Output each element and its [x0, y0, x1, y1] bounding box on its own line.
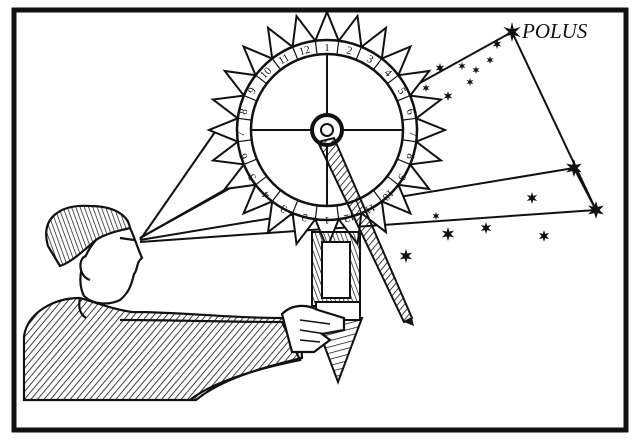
constellation-lines: [511, 31, 597, 211]
dial-tick: [314, 40, 318, 55]
dial-tick: [314, 205, 318, 220]
dial-number: 1: [324, 42, 330, 54]
star: [435, 63, 445, 73]
star: [486, 56, 494, 64]
pointer-tip: [404, 318, 414, 326]
dial-tick: [386, 74, 399, 85]
dial-tick: [372, 189, 383, 202]
dial-hour-ticks: [237, 40, 417, 220]
star: [399, 249, 413, 263]
dial-tick: [237, 117, 252, 121]
dial-number: 6: [404, 108, 417, 117]
observer-figure: [22, 204, 346, 402]
star: [480, 222, 492, 234]
star: [538, 230, 550, 242]
instrument-handle: [311, 231, 364, 385]
dial-tick: [336, 205, 340, 220]
star: [588, 201, 604, 219]
dial-number: 3: [278, 202, 289, 215]
dial-number: 9: [246, 85, 259, 96]
dial-tick: [237, 139, 252, 143]
polus-label: POLUS: [521, 19, 588, 43]
star: [566, 159, 582, 177]
dial-number: 5: [395, 86, 408, 97]
dial-tick: [402, 117, 417, 121]
dial-tick: [243, 95, 258, 102]
observer-face: [79, 226, 144, 305]
dial-tick: [255, 74, 268, 85]
dial-tick: [292, 199, 299, 214]
dial-tick: [271, 58, 282, 71]
star: [466, 78, 474, 86]
dial-tick: [255, 175, 268, 186]
dial-tick: [372, 58, 383, 71]
dial-tick: [336, 40, 340, 55]
observer-ear: [79, 254, 91, 282]
star: [492, 39, 502, 49]
star: [526, 192, 538, 204]
dial-number: 3: [365, 53, 376, 66]
dial-number: 9: [395, 172, 408, 183]
dial-tick: [396, 158, 411, 165]
observer-hand: [280, 304, 346, 354]
dial-number: 2: [301, 211, 309, 224]
observer-sleeve: [119, 318, 302, 401]
star: [443, 91, 453, 101]
dial-tick: [386, 175, 399, 186]
frame-border: [11, 7, 629, 433]
dial-hub-center: [320, 123, 334, 137]
dial-tick: [355, 46, 362, 61]
dial-tick: [402, 139, 417, 143]
dial-tick: [396, 95, 411, 102]
dial-number: 5: [246, 171, 259, 182]
dial-number: 8: [237, 107, 250, 116]
observer-robe: [22, 296, 304, 402]
star: [441, 227, 455, 241]
dial-number: 7: [235, 131, 247, 137]
dial-number: 2: [345, 44, 353, 57]
dial-tick: [292, 46, 299, 61]
observer-eye: [119, 236, 135, 242]
dial-number: 1: [324, 214, 330, 226]
dial-number: 12: [298, 44, 312, 58]
star-field: [399, 39, 604, 263]
polus-star: [503, 22, 521, 42]
dial-number: 8: [403, 152, 416, 161]
star: [472, 66, 480, 74]
dial-tick: [243, 158, 258, 165]
star: [432, 212, 440, 220]
dial-tick: [271, 189, 282, 202]
dial-number: 7: [407, 131, 419, 137]
dial-number: 6: [237, 152, 250, 161]
dial-number: 11: [276, 52, 291, 68]
star: [458, 62, 466, 70]
star: [422, 84, 430, 92]
